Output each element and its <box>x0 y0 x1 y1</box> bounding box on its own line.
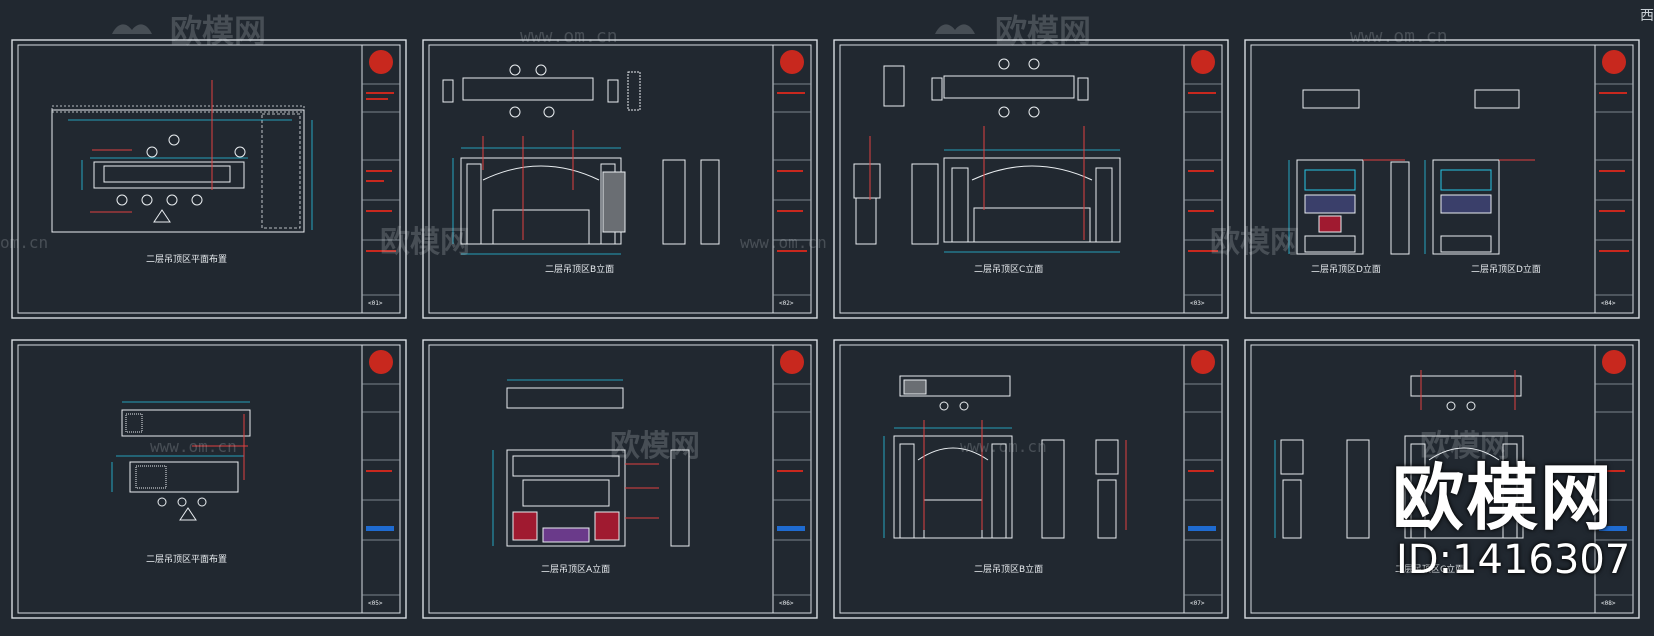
sheet-number: <01> <box>368 300 383 307</box>
watermark-top-row: 欧模网 www.om.cn 欧模网 www.om.cn 西 <box>112 8 1654 50</box>
floor-plan-drawing: 二层吊顶区平面布置 <box>111 401 251 565</box>
company-logo-icon <box>369 350 393 374</box>
sheet-number: <06> <box>779 600 794 607</box>
sheet-title: 二层吊顶区D立面 <box>1311 263 1381 275</box>
company-logo-icon <box>369 50 393 74</box>
watermark-brand: 欧模网 <box>610 429 700 464</box>
sheet-title: 二层吊顶区平面布置 <box>146 553 227 565</box>
sheet-title: 二层吊顶区B立面 <box>974 563 1043 575</box>
elevation-drawing: 二层吊顶区A立面 <box>492 379 690 575</box>
title-block: <08> <box>1594 344 1634 614</box>
company-logo-icon <box>780 350 804 374</box>
watermark-brand: 欧模网 <box>170 12 266 50</box>
watermark-url: www.om.cn <box>1350 26 1448 47</box>
title-block: <01> <box>361 44 401 314</box>
sheet-title: 二层吊顶区B立面 <box>545 263 614 275</box>
watermark-id: ID:1416307 <box>1396 537 1631 583</box>
title-block: <03> <box>1183 44 1223 314</box>
watermark-brand: 欧模网 <box>380 225 470 260</box>
watermark-brand: 欧模网 <box>1210 225 1300 260</box>
title-block: <07> <box>1183 344 1223 614</box>
elevation-drawing: 二层吊顶区D立面 二层吊顶区D立面 <box>1288 89 1541 275</box>
title-block: <04> <box>1594 44 1634 314</box>
drawing-sheet[interactable]: <04> 二层吊顶区D立面 二层吊顶区D立面 <box>1244 39 1640 319</box>
elevation-drawing: 二层吊顶区B立面 <box>442 64 720 275</box>
company-logo-icon <box>780 50 804 74</box>
watermark-url: www.om.cn <box>740 233 827 252</box>
corner-glyph: 西 <box>1640 8 1654 24</box>
watermark-url: www.om.cn <box>150 437 237 456</box>
elevation-drawing: 二层吊顶区B立面 <box>883 375 1127 575</box>
company-logo-icon <box>1602 350 1626 374</box>
drawing-area <box>17 44 363 314</box>
title-block: <02> <box>772 44 812 314</box>
sheet-number: <08> <box>1601 600 1616 607</box>
sheet-border <box>11 39 407 319</box>
elevation-drawing: 二层吊顶区C立面 <box>853 58 1121 275</box>
company-logo-icon <box>1191 50 1215 74</box>
drawing-sheet[interactable]: <08> 二层吊顶区C立面 <box>1244 339 1640 619</box>
floor-plan-drawing: 二层吊顶区平面布置 <box>51 80 313 265</box>
company-logo-icon <box>1191 350 1215 374</box>
watermark-brand: 欧模网 <box>1420 429 1510 464</box>
sheet-number: <04> <box>1601 300 1616 307</box>
sheet-number: <03> <box>1190 300 1205 307</box>
sheet-title: 二层吊顶区C立面 <box>1395 563 1464 575</box>
drawing-sheet[interactable]: <03> 二层吊顶区C立面 <box>833 39 1229 319</box>
watermark-mid-row: om.cn 欧模网 www.om.cn 欧模网 www.om.cn 欧模网 ww… <box>0 225 1510 464</box>
watermark-brand-large: 欧模网 <box>1392 456 1615 540</box>
company-logo-icon <box>1602 50 1626 74</box>
watermark-url: www.om.cn <box>960 437 1047 456</box>
title-block: <06> <box>772 344 812 614</box>
watermark-url: om.cn <box>0 233 48 252</box>
sheet-title: 二层吊顶区A立面 <box>541 563 610 575</box>
sheet-number: <05> <box>368 600 383 607</box>
title-block: <05> <box>361 344 401 614</box>
watermark-url: www.om.cn <box>520 26 618 47</box>
sheet-title: 二层吊顶区D立面 <box>1471 263 1541 275</box>
watermark-logo-icon <box>935 24 975 34</box>
drawing-sheet[interactable]: <05> 二层吊顶区平面布置 <box>11 339 407 619</box>
elevation-drawing: 二层吊顶区C立面 <box>1274 370 1524 575</box>
drawing-sheet[interactable]: <02> 二层吊顶区B立面 <box>422 39 818 319</box>
sheet-number: <02> <box>779 300 794 307</box>
watermark-logo-icon <box>112 24 152 34</box>
sheet-number: <07> <box>1190 600 1205 607</box>
sheet-title: 二层吊顶区平面布置 <box>146 253 227 265</box>
drawing-sheet[interactable]: <06> 二层吊顶区A立面 <box>422 339 818 619</box>
watermark-brand: 欧模网 <box>995 12 1091 50</box>
drawing-sheet[interactable]: <07> 二层吊顶区B立面 <box>833 339 1229 619</box>
sheet-title: 二层吊顶区C立面 <box>974 263 1043 275</box>
drawing-sheet[interactable]: <01> 二层吊顶区平面布置 <box>11 39 407 319</box>
